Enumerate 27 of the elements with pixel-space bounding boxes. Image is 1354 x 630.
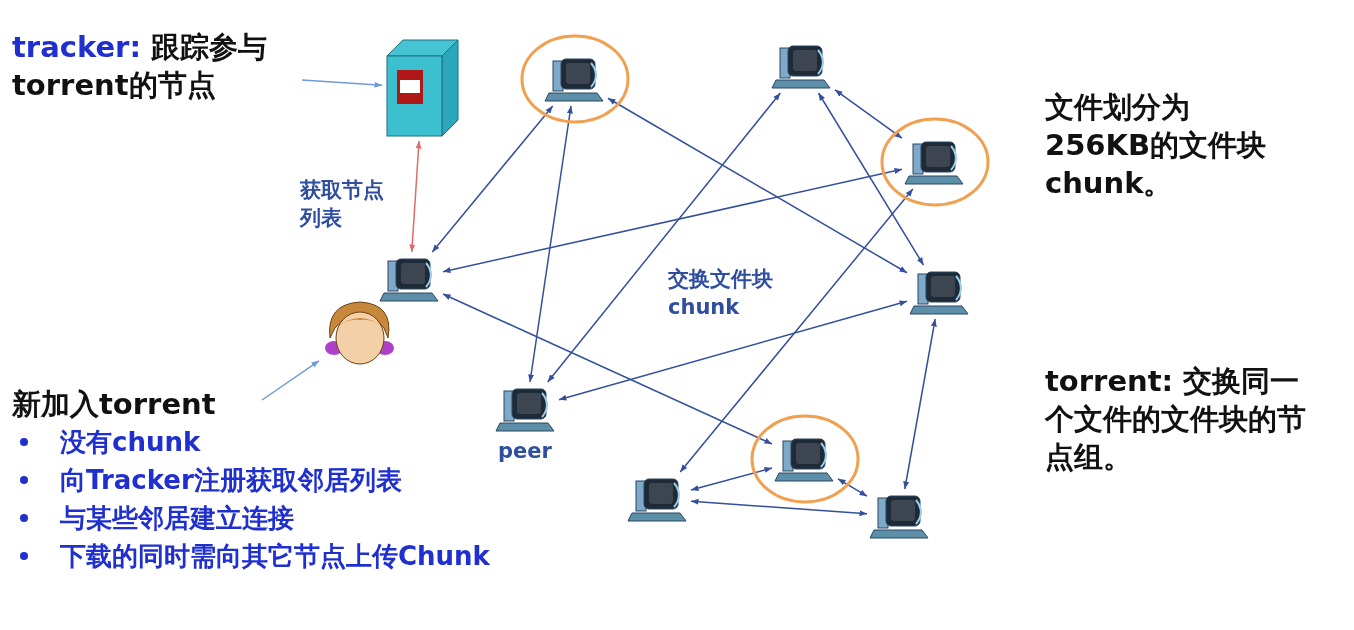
arrow [442,293,773,445]
arrow [301,79,383,88]
arrow [261,360,320,401]
arrow [558,300,908,401]
callout-text: tracker: 跟踪参与torrent的节点 [12,29,269,104]
arrow [837,478,868,497]
bullet-text: 没有chunk [60,427,201,457]
note: 文件划分为256KB的文件块chunk。 [1045,89,1268,202]
note: peer [498,438,553,465]
arrow [442,168,903,273]
arrow [431,105,554,253]
heading: 新加入torrent [12,386,216,423]
note: 交换文件块 chunk [668,266,774,321]
arrow [903,318,937,490]
bullet-text: 向Tracker注册获取邻居列表 [60,465,402,495]
arrow [679,188,914,473]
arrow [690,467,773,491]
arrow [528,105,573,383]
arrow [547,92,781,383]
arrow [409,140,422,253]
bullet-text: 下载的同时需向其它节点上传Chunk [60,541,490,571]
arrow [834,89,903,139]
bullet-text: 与某些邻居建立连接 [60,503,294,533]
note: torrent: 交换同一个文件的文件块的节点组。 [1045,363,1307,476]
arrow [817,92,925,266]
arrow [607,97,908,274]
arrow [690,498,868,517]
